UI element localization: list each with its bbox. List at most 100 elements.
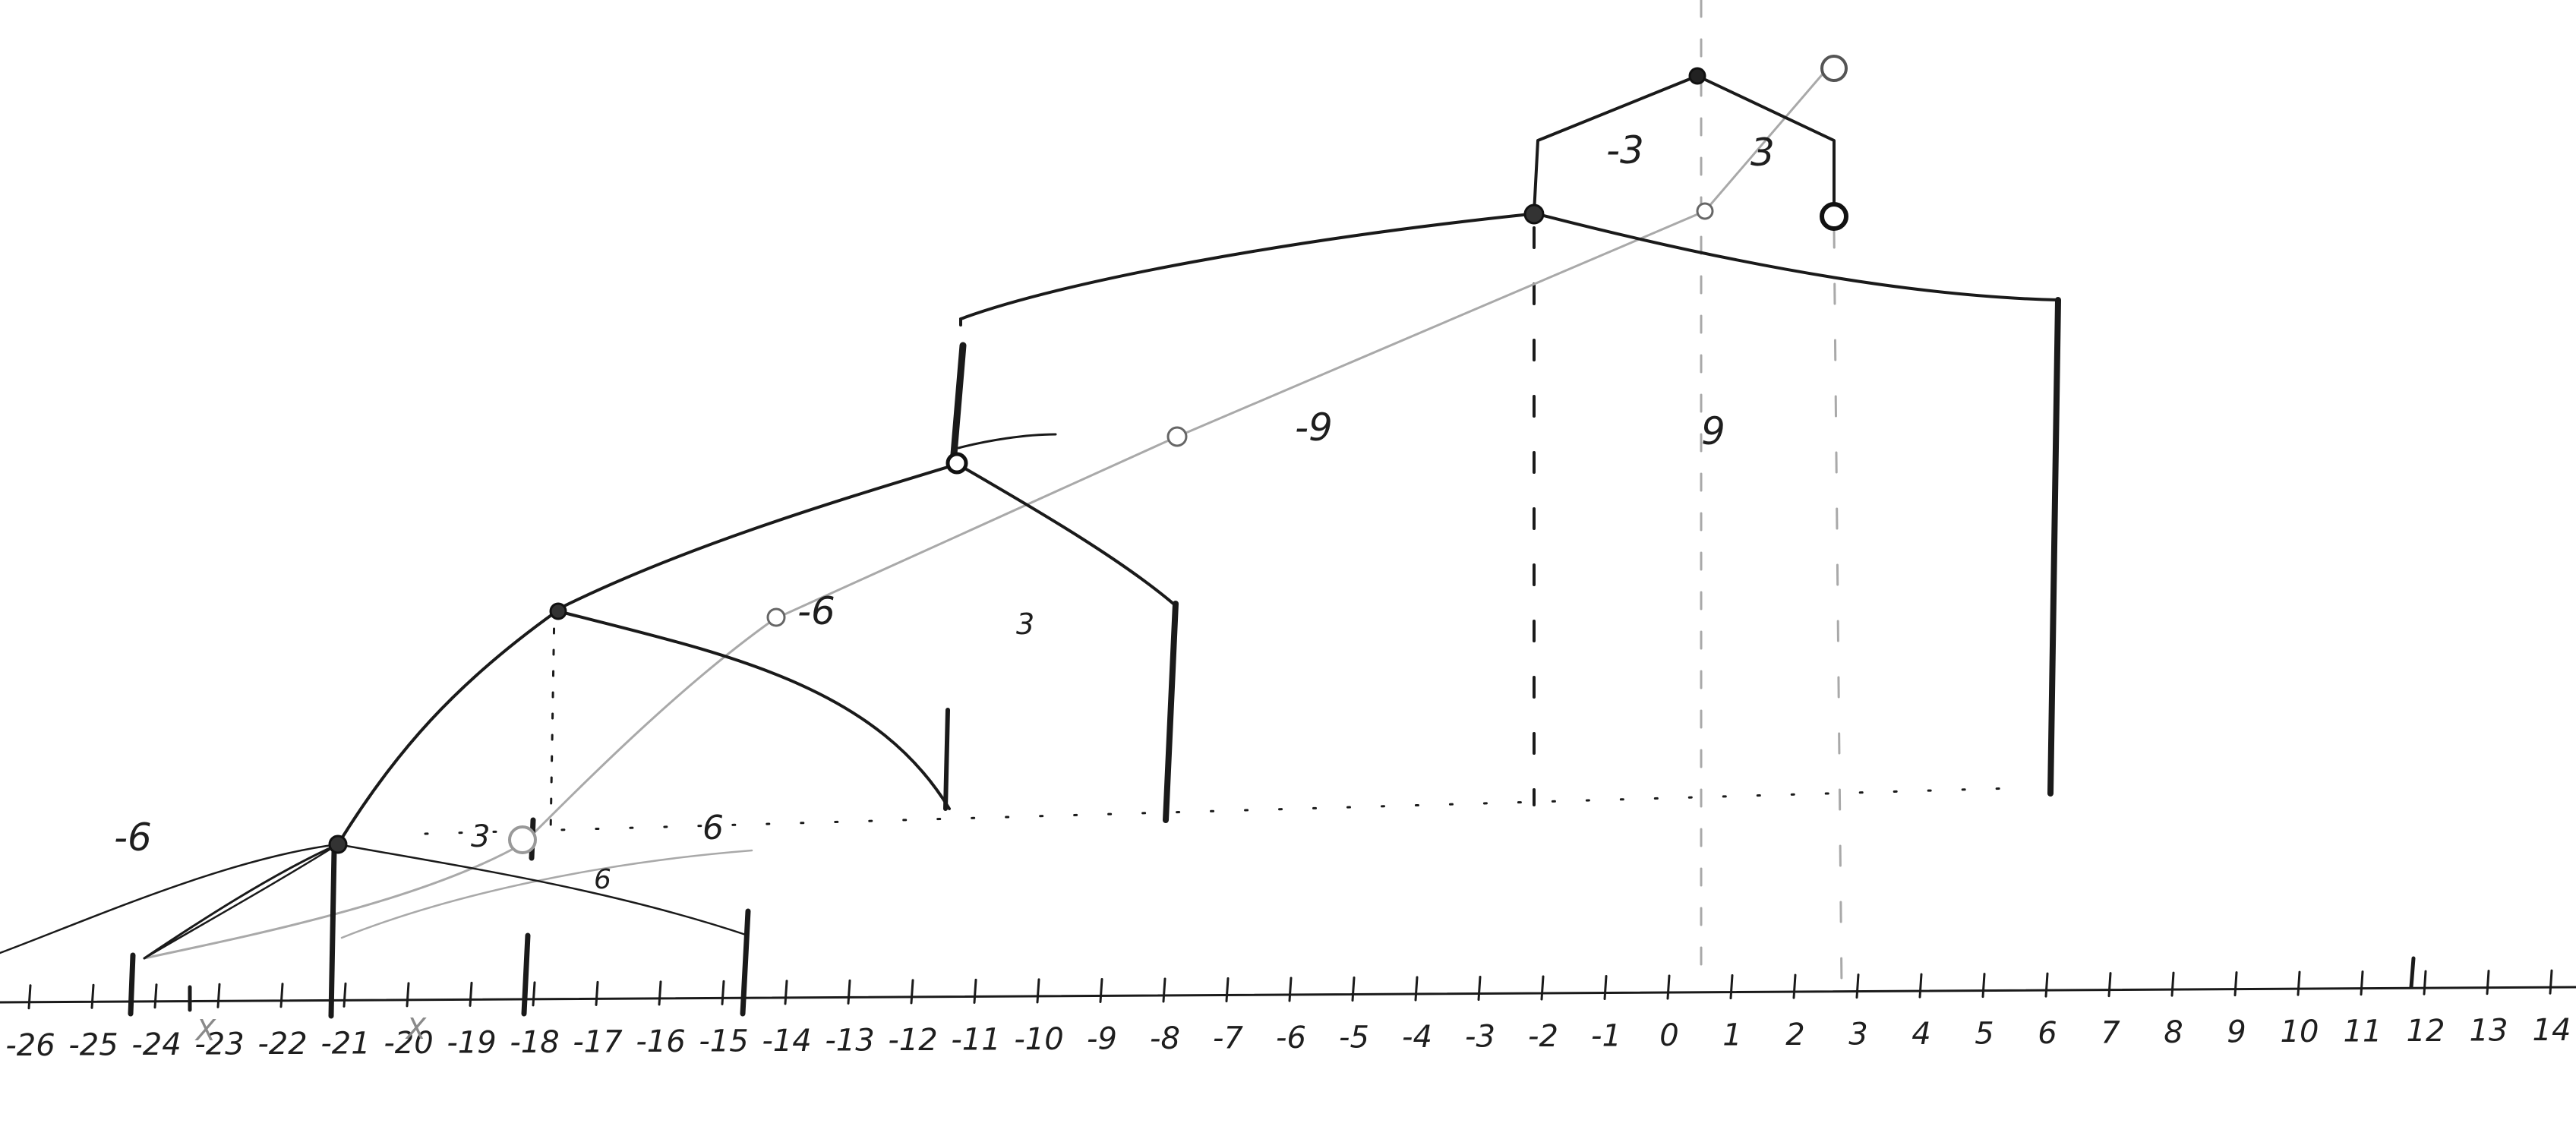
tick-mark [344,983,346,1006]
tick-mark [2298,972,2300,995]
tick-mark [2235,973,2237,995]
tick-mark [785,981,787,1004]
tick-mark [407,983,409,1006]
tick-mark [1290,978,1291,1001]
tick-label: -25 [68,1027,118,1062]
number-line-ticks [29,970,2552,1008]
node-minus-12 [948,454,966,472]
tick-mark [1416,977,1417,1000]
bar-minus-12 [945,710,948,809]
tick-label: -19 [447,1025,496,1060]
bar-top-minus-12 [953,345,963,463]
tick-mark [2109,973,2110,996]
lower-right-branch [338,844,748,935]
tick-label: 0 [1659,1018,1678,1053]
tick-mark [2172,973,2174,995]
label-branch-minus-6: -6 [797,589,835,633]
bar-minus-18 [524,935,528,1014]
tick-mark [1605,977,1606,999]
tick-mark [533,983,535,1005]
tick-label: 14 [2533,1013,2571,1048]
label-small-3: 3 [471,819,490,854]
label-branch-minus-9: -9 [1295,405,1333,450]
node-minus-21 [330,836,346,853]
label-branch-9: 9 [1701,409,1725,453]
guide-line-three [1834,228,1842,987]
tick-label: 5 [1975,1017,1994,1052]
tick-label: -8 [1150,1021,1180,1056]
tick-mark [1542,977,1543,999]
tick-label: 6 [2038,1016,2057,1051]
label-dotted-6: 6 [702,809,724,847]
tick-label: -15 [699,1024,748,1059]
tick-mark [848,980,850,1003]
tick-label: -6 [1276,1021,1306,1055]
tick-label: -5 [1339,1020,1369,1055]
tick-mark [659,982,661,1005]
tick-label: 7 [2101,1016,2120,1051]
tick-mark [2424,971,2426,994]
label-branch-3: 3 [1016,607,1034,641]
node-minus12-to-left [558,465,955,609]
tick-mark [1794,975,1795,998]
tick-label: -24 [131,1027,181,1062]
tick-label: 12 [2407,1014,2445,1049]
tick-mark [1226,978,1228,1001]
node-three [1822,204,1846,229]
node-minus3-to-right [1538,214,2058,300]
tick-mark [974,980,976,1002]
tick-label: -14 [762,1024,811,1059]
tick-label: -21 [320,1026,370,1061]
tick-label: 9 [2227,1015,2246,1050]
tick-label: -22 [257,1027,307,1062]
tick-mark [281,984,283,1007]
tick-mark [2046,973,2047,996]
bar-twelve [2411,958,2413,987]
node-minus-14-open [768,609,784,626]
tick-label: 10 [2281,1014,2319,1049]
tick-mark [92,985,93,1008]
label-root-left: -3 [1606,128,1644,172]
tick-mark [218,984,219,1007]
tick-label: -1 [1591,1019,1621,1054]
tick-mark [1100,979,1102,1002]
number-line [0,987,2576,1002]
label-outer-minus-6: -6 [114,816,152,860]
node-top-right-open [1822,56,1846,80]
tick-label: -3 [1465,1020,1495,1055]
tick-label: 4 [1911,1017,1930,1052]
pencil-diagonal-curve [144,61,1834,958]
tick-mark [470,983,472,1005]
tick-label: -4 [1402,1020,1432,1055]
tick-mark [722,981,724,1004]
tick-label: 8 [2164,1015,2183,1050]
node-minus-5-open [1168,428,1186,446]
tick-mark [155,985,156,1008]
tick-label: 11 [2344,1014,2382,1049]
node-minus12-to-right [958,465,1173,604]
label-root-right: 3 [1750,131,1775,175]
tick-mark [596,982,598,1005]
tick-label: 3 [1848,1018,1867,1052]
bar-minus-21 [331,850,334,1016]
tick-label: -17 [573,1024,623,1059]
node-minus-17 [551,604,566,619]
tick-mark [1353,977,1354,1000]
tick-label: -16 [636,1024,685,1059]
tick-label: -18 [510,1025,559,1060]
lower-left-branch [144,844,338,958]
tick-mark [2361,972,2363,995]
tick-label: -11 [951,1022,1000,1057]
number-line-labels: -26-25-24-23-22-21-20-19-18-17-16-15-14-… [5,1013,2571,1063]
tick-label: -10 [1014,1022,1063,1057]
node-minus-3 [1525,205,1543,223]
tick-mark [1037,980,1039,1002]
tick-mark [1163,979,1165,1002]
tick-label: -12 [888,1023,937,1058]
node-minus12-stub [958,434,1056,448]
tick-label: 1 [1722,1018,1741,1053]
bar-minus-24 [131,955,133,1014]
node-zero-open [1697,204,1713,219]
tick-label: -9 [1087,1021,1117,1056]
dotted-level-line [425,788,2012,834]
